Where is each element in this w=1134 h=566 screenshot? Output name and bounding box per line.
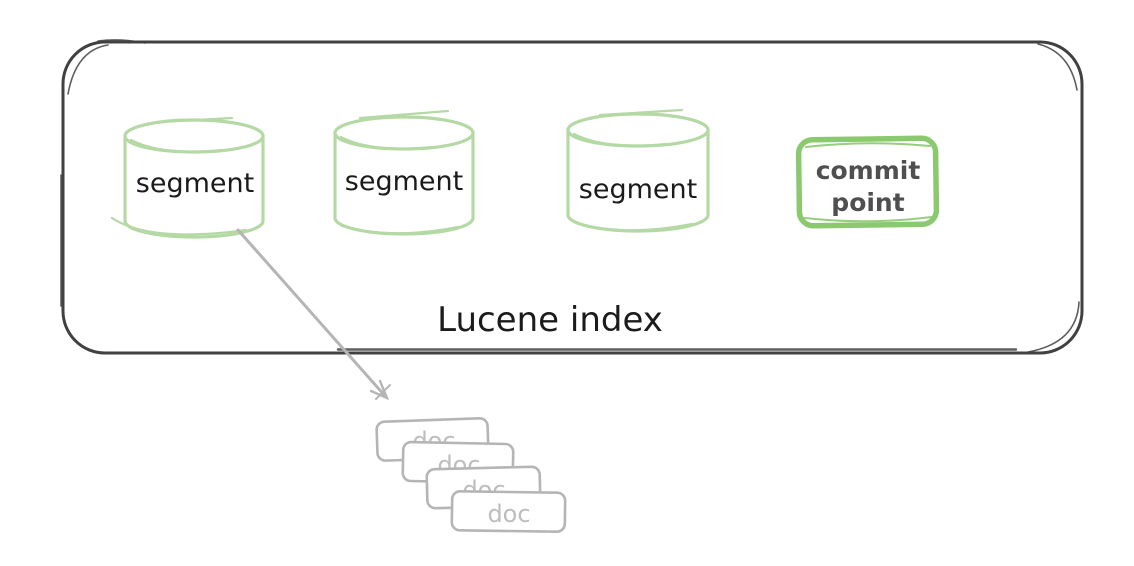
arrow-head-icon xyxy=(369,379,390,401)
cylinder-top xyxy=(566,112,710,148)
sketch-accent xyxy=(339,135,434,150)
segment-label: segment xyxy=(136,168,254,199)
sketch-accent xyxy=(358,109,450,120)
sketch-accent xyxy=(804,216,933,223)
lucene-index-container xyxy=(60,39,1084,355)
sketch-accent xyxy=(129,138,224,153)
sketch-accent xyxy=(97,39,146,44)
sketch-accent xyxy=(1037,43,1078,91)
cylinder-top xyxy=(123,118,265,154)
segment-cylinder-1: segment xyxy=(110,116,265,239)
sketch-accent xyxy=(598,108,684,117)
container-border xyxy=(61,40,1084,355)
doc-stack: doc doc doc doc xyxy=(375,417,567,533)
sketch-accent xyxy=(805,142,931,148)
sketch-accent xyxy=(1027,301,1080,353)
sketch-accent xyxy=(574,221,694,232)
sketch-accent xyxy=(375,384,391,400)
commit-point-box: commit point xyxy=(795,135,940,229)
doc-card: doc xyxy=(450,490,567,533)
segment-label: segment xyxy=(579,174,697,205)
doc-label: doc xyxy=(487,500,530,528)
doc-card-border xyxy=(450,490,567,533)
cylinder-top xyxy=(333,115,475,151)
segment-label: segment xyxy=(345,166,463,197)
sketch-accent xyxy=(67,44,109,95)
commit-point-label-line2: point xyxy=(831,188,904,217)
segment-cylinder-2: segment xyxy=(333,109,475,236)
segment-to-docs-arrow xyxy=(236,228,391,401)
diagram-title: Lucene index xyxy=(437,300,663,340)
commit-point-label-line1: commit xyxy=(816,156,921,185)
sketch-accent xyxy=(158,116,234,124)
sketch-accent xyxy=(340,224,460,235)
sketch-accent xyxy=(110,216,248,236)
segment-cylinder-3: segment xyxy=(566,108,710,233)
sketch-accent xyxy=(572,132,668,147)
arrow-shaft xyxy=(236,228,388,399)
commit-point-border xyxy=(795,135,940,229)
